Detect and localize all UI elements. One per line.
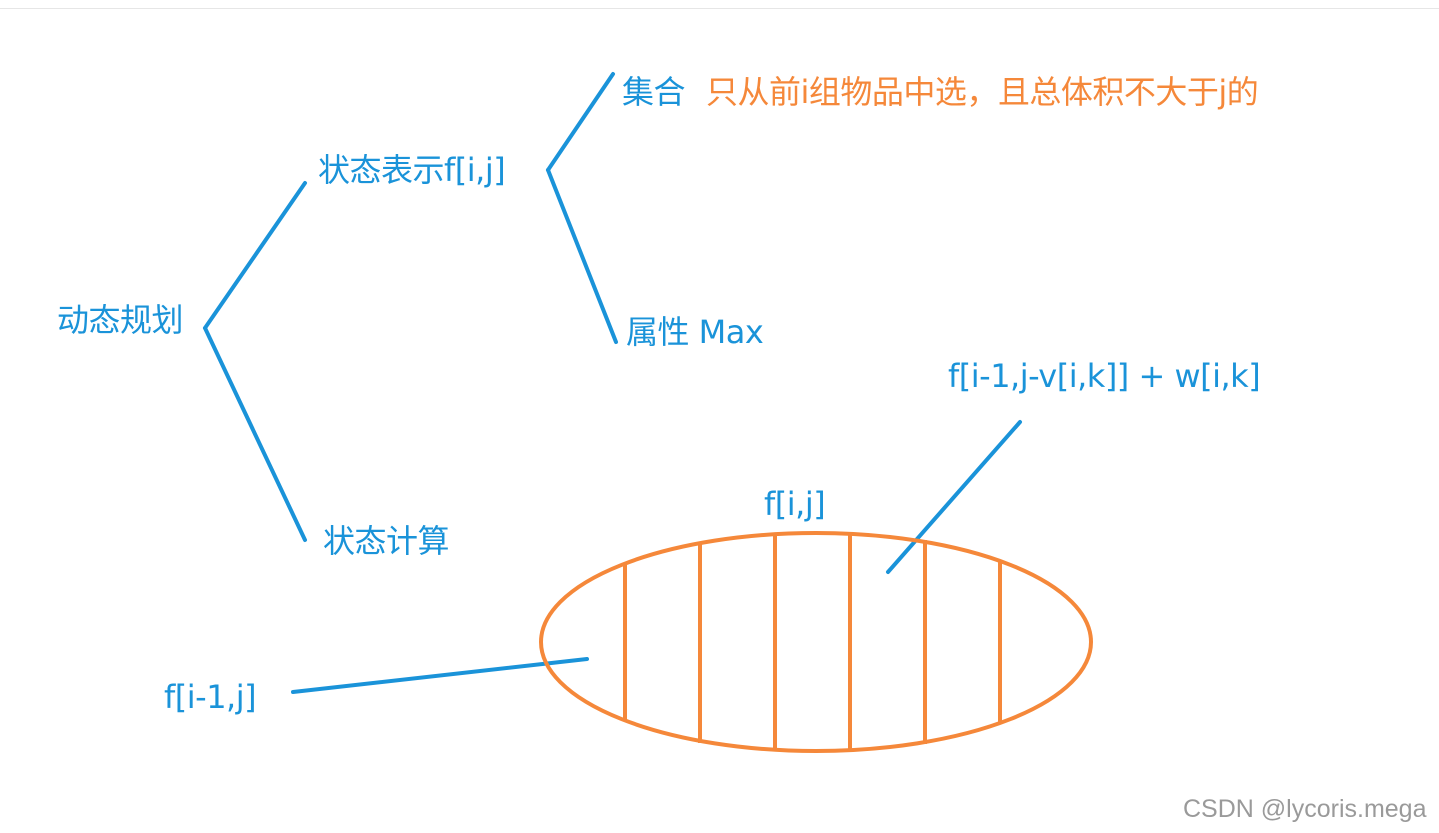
set-description: 只从前i组物品中选，且总体积不大于j的 bbox=[706, 73, 1259, 111]
fi1j-label: f[i-1,j] bbox=[164, 678, 257, 716]
set-description-clip: 只从前i组物品中选，且总体积不大于j的 bbox=[706, 72, 1328, 116]
branch-repr-to-attr bbox=[546, 168, 618, 344]
branch-root-to-state-calc bbox=[203, 326, 307, 542]
fij-label: f[i,j] bbox=[764, 485, 826, 523]
state-calculation-label: 状态计算 bbox=[323, 522, 450, 560]
transition-label: f[i-1,j-v[i,k]] + w[i,k] bbox=[948, 357, 1261, 395]
set-label: 集合 bbox=[622, 73, 686, 111]
pointer-transition bbox=[886, 420, 1022, 574]
top-divider bbox=[0, 8, 1439, 9]
watermark: CSDN @lycoris.mega bbox=[1183, 795, 1427, 823]
branch-repr-to-set bbox=[546, 72, 615, 172]
state-representation-label: 状态表示f[i,j] bbox=[318, 151, 506, 189]
branch-root-to-state-repr bbox=[203, 181, 307, 330]
root-label: 动态规划 bbox=[57, 301, 184, 339]
set-ellipse bbox=[539, 531, 1093, 753]
pointer-fi1j bbox=[291, 657, 589, 694]
attribute-label: 属性 Max bbox=[626, 313, 764, 351]
